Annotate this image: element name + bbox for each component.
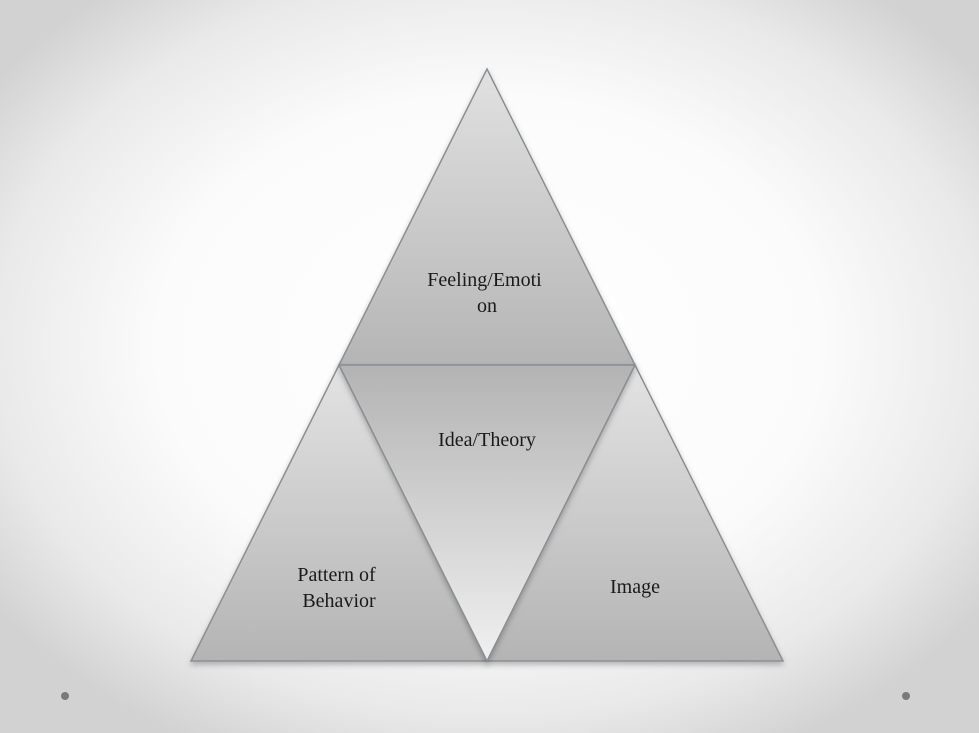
center-triangle-label: Idea/Theory	[438, 429, 536, 451]
top-triangle	[337, 67, 637, 366]
top-triangle-label-line2: on	[477, 295, 497, 317]
center-triangle	[337, 364, 637, 663]
right-bullet-dot	[902, 692, 910, 700]
right-triangle-label: Image	[610, 576, 660, 598]
left-triangle-label-line2: Behavior	[302, 590, 376, 612]
top-triangle-label: Feeling/Emoti on	[427, 269, 546, 317]
left-bullet-dot	[61, 692, 69, 700]
left-triangle-label: Pattern of Behavior	[297, 564, 380, 612]
top-triangle-label-line1: Feeling/Emoti	[427, 269, 542, 291]
left-triangle-label-line1: Pattern of	[297, 564, 376, 586]
